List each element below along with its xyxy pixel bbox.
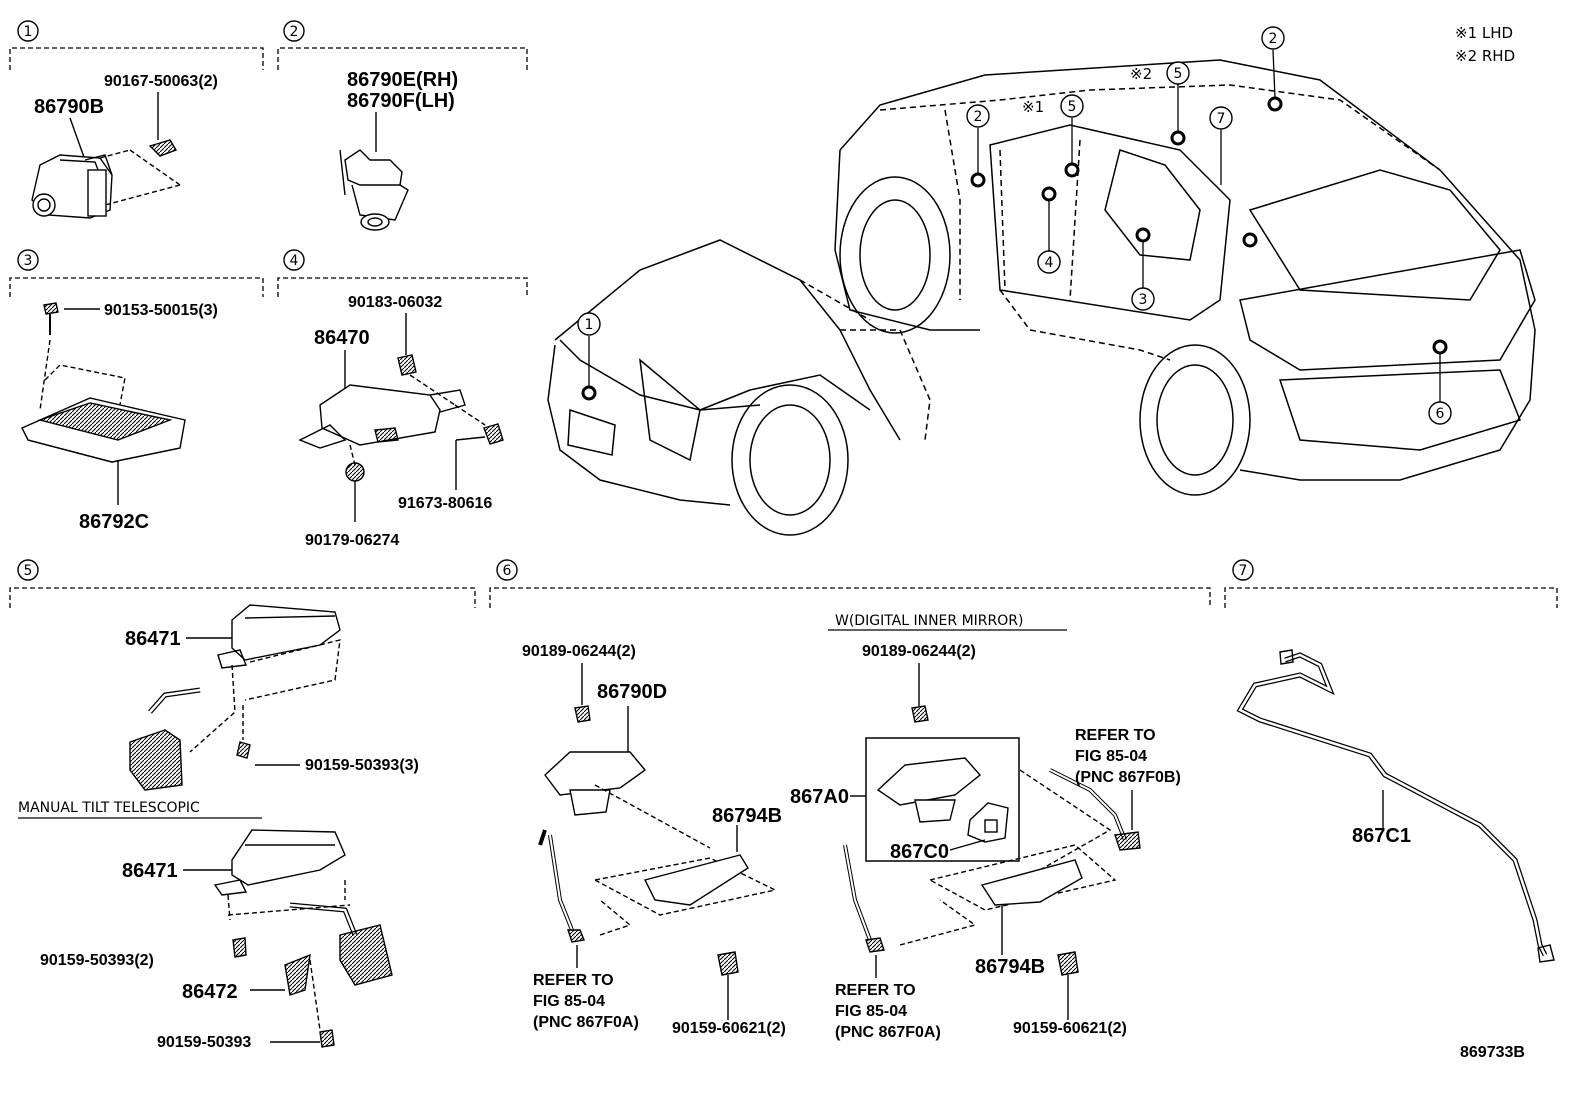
callout-6: 6 [1428, 401, 1452, 425]
svg-text:6: 6 [503, 563, 512, 579]
svg-text:5: 5 [24, 563, 33, 579]
camera-86790B-drawing [31, 92, 181, 219]
ref-c-line1: REFER TO [1075, 727, 1156, 744]
part-90179-06274: 90179-06274 [305, 532, 399, 549]
svg-text:3: 3 [24, 253, 33, 269]
part-90159-60621-b: 90159-60621(2) [1013, 1020, 1127, 1037]
svg-text:5: 5 [1174, 66, 1183, 82]
part-86794B-b: 86794B [975, 956, 1045, 978]
part-867C0: 867C0 [890, 841, 949, 863]
part-86794B-a: 86794B [712, 805, 782, 827]
figure-id: 869733B [1460, 1044, 1525, 1061]
section-number-7: 7 [1232, 559, 1254, 581]
camera-867A0-drawing [843, 663, 1141, 1020]
mirror-camera-86471-upper-drawing [129, 604, 341, 791]
legend-lhd: ※1 LHD [1455, 24, 1513, 42]
ecu-86792C-drawing [21, 302, 186, 505]
inset-frame [865, 737, 1020, 862]
svg-text:2: 2 [974, 109, 983, 125]
cable-867C1-drawing [1236, 649, 1555, 963]
callout-leaders [588, 49, 1441, 402]
section-number-4: 4 [283, 249, 305, 271]
part-90183-06032: 90183-06032 [348, 294, 442, 311]
part-86790B: 86790B [34, 96, 104, 118]
part-90189-06244-b: 90189-06244(2) [862, 643, 976, 660]
section-number-3: 3 [17, 249, 39, 271]
svg-text:1: 1 [585, 317, 594, 333]
part-86790D: 86790D [597, 681, 667, 703]
svg-text:2: 2 [1269, 31, 1278, 47]
part-90159-50393: 90159-50393 [157, 1034, 251, 1051]
svg-text:2: 2 [290, 24, 299, 40]
callout-2a: 2 [966, 104, 990, 128]
part-91673-80616: 91673-80616 [398, 495, 492, 512]
part-867C1: 867C1 [1352, 825, 1411, 847]
svg-text:5: 5 [1068, 99, 1077, 115]
ref-a-line2: FIG 85-04 [533, 993, 605, 1010]
vehicle-front-drawing [547, 239, 931, 536]
mirror-camera-86471-lower-drawing [183, 829, 393, 1048]
callout-4: 4 [1037, 250, 1061, 274]
module-86470-drawing [298, 313, 504, 522]
part-90189-06244-a: 90189-06244(2) [522, 643, 636, 660]
callout-5b: 5 [1166, 61, 1190, 85]
part-86472: 86472 [182, 981, 238, 1003]
callout-3: 3 [1131, 287, 1155, 311]
callout-7: 7 [1209, 106, 1233, 130]
camera-86790E-drawing [339, 112, 409, 231]
ref-a-line3: (PNC 867F0A) [533, 1014, 639, 1031]
svg-text:4: 4 [1045, 255, 1054, 271]
section-brackets [9, 47, 1558, 608]
part-86471-lower: 86471 [122, 860, 178, 882]
part-90159-50393-3: 90159-50393(3) [305, 757, 419, 774]
part-86470: 86470 [314, 327, 370, 349]
section-number-1: 1 [17, 20, 39, 42]
part-90167-50063: 90167-50063(2) [104, 73, 218, 90]
callout-mark-lhd: ※1 [1022, 98, 1044, 116]
ref-b-line3: (PNC 867F0A) [835, 1024, 941, 1041]
callout-2b: 2 [1261, 26, 1285, 50]
ref-c-line3: (PNC 867F0B) [1075, 769, 1181, 786]
variant-manual-tilt-telescopic: MANUAL TILT TELESCOPIC [18, 800, 200, 816]
part-90159-50393-2: 90159-50393(2) [40, 952, 154, 969]
callout-1: 1 [577, 312, 601, 336]
svg-text:3: 3 [1139, 292, 1148, 308]
callout-mark-rhd: ※2 [1130, 65, 1152, 83]
part-90153-50015: 90153-50015(3) [104, 302, 218, 319]
section-number-2: 2 [283, 20, 305, 42]
variant-digital-inner-mirror: W(DIGITAL INNER MIRROR) [835, 613, 1023, 629]
ref-b-line2: FIG 85-04 [835, 1003, 907, 1020]
part-86471-upper: 86471 [125, 628, 181, 650]
part-86790F: 86790F(LH) [347, 90, 455, 112]
part-867A0: 867A0 [790, 786, 849, 808]
callout-5a: 5 [1060, 94, 1084, 118]
ref-c-line2: FIG 85-04 [1075, 748, 1147, 765]
part-90159-60621-a: 90159-60621(2) [672, 1020, 786, 1037]
svg-text:1: 1 [24, 24, 33, 40]
svg-text:7: 7 [1217, 111, 1226, 127]
ref-a-line1: REFER TO [533, 972, 614, 989]
sensor-locations [581, 96, 1448, 401]
svg-text:6: 6 [1436, 406, 1445, 422]
legend-rhd: ※2 RHD [1455, 47, 1515, 65]
section-number-5: 5 [17, 559, 39, 581]
svg-text:7: 7 [1239, 563, 1248, 579]
part-86792C: 86792C [79, 511, 149, 533]
part-86790E: 86790E(RH) [347, 69, 458, 91]
vehicle-rear-drawing [834, 59, 1536, 496]
section-number-6: 6 [496, 559, 518, 581]
svg-text:4: 4 [290, 253, 299, 269]
ref-b-line1: REFER TO [835, 982, 916, 999]
camera-86790D-drawing [538, 663, 778, 1020]
